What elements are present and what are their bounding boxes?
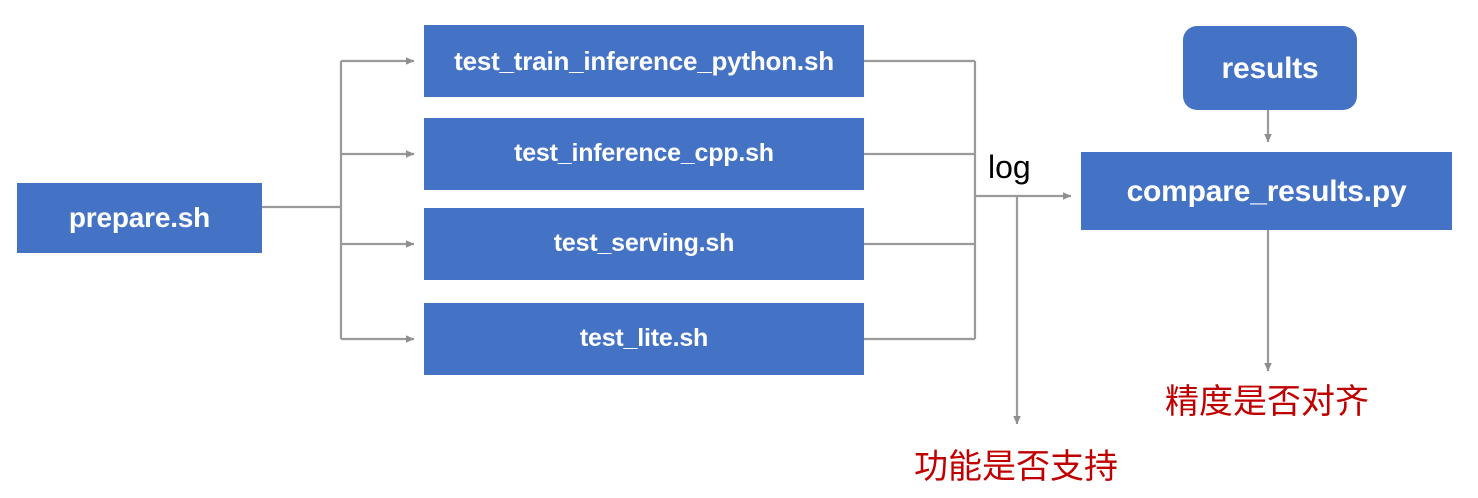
node-test-train-inference-python-sh[interactable]: test_train_inference_python.sh xyxy=(424,25,864,97)
node-test-serving-sh[interactable]: test_serving.sh xyxy=(424,208,864,280)
annotation-precision-aligned: 精度是否对齐 xyxy=(1165,382,1369,422)
annotation-function-supported: 功能是否支持 xyxy=(914,447,1118,487)
node-test-lite-sh[interactable]: test_lite.sh xyxy=(424,303,864,375)
edge-label-log: log xyxy=(988,149,1031,185)
node-test-inference-cpp-sh[interactable]: test_inference_cpp.sh xyxy=(424,118,864,190)
node-compare-results-py[interactable]: compare_results.py xyxy=(1081,152,1452,230)
node-prepare-sh[interactable]: prepare.sh xyxy=(17,183,262,253)
node-results[interactable]: results xyxy=(1183,26,1357,110)
